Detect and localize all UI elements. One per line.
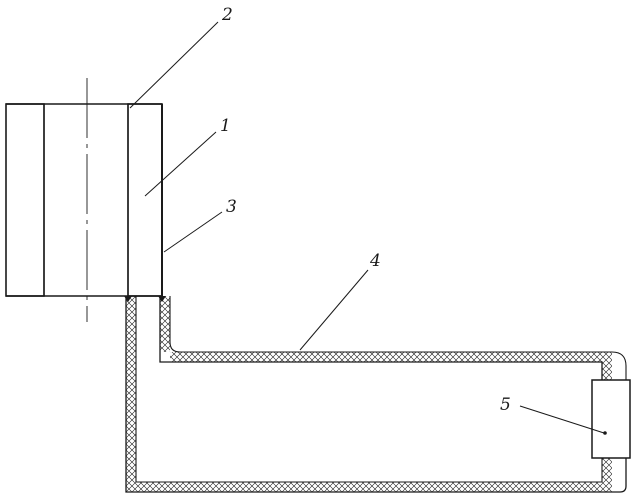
unit-box: [592, 380, 630, 458]
conduit: [124, 296, 626, 492]
conduit-outer-inner-line: [136, 296, 602, 482]
label-2: 2: [221, 5, 233, 25]
leader-3: [164, 212, 222, 252]
label-1: 1: [220, 116, 231, 136]
cylinder-section: [6, 78, 162, 322]
leader-2: [130, 22, 218, 108]
label-4: 4: [369, 251, 381, 271]
conduit-fill-outer: [126, 296, 612, 492]
label-5: 5: [500, 395, 511, 415]
leader-4: [300, 270, 368, 350]
label-3: 3: [226, 197, 237, 217]
conduit-outer-line: [126, 296, 626, 492]
cylinder-outline: [6, 104, 162, 296]
leader-1: [145, 132, 216, 196]
leader-lines: [130, 22, 604, 433]
unit-rectangle: [592, 380, 630, 458]
conduit-inner-line: [170, 296, 626, 380]
conduit-inner-outer-line: [160, 296, 602, 380]
right-wall: [128, 104, 162, 296]
conduit-fill-inner: [160, 296, 612, 380]
left-wall: [6, 104, 44, 296]
